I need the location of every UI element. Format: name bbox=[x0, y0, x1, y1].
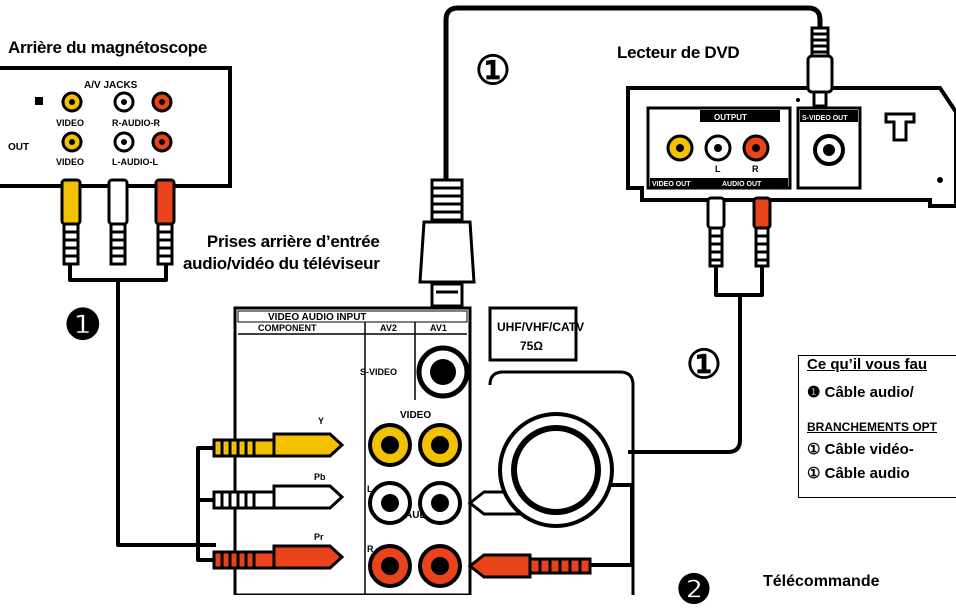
legend-item-audio-cable: ① Câble audio bbox=[807, 465, 910, 482]
vcr-jacks-title: A/V JACKS bbox=[84, 80, 138, 91]
vcr-rear-label: Arrière du magnétoscope bbox=[8, 38, 208, 57]
svg-text:L-AUDIO-L: L-AUDIO-L bbox=[112, 157, 158, 167]
step-marker-circled-one-right: ① bbox=[686, 341, 722, 388]
tv-label-line2: audio/vidéo du téléviseur bbox=[183, 254, 380, 273]
dvd-player-rear: OUTPUT L R VIDEO OUT AUDIO OUT S-VIDEO O… bbox=[626, 86, 956, 208]
antenna-label-line2: 75Ω bbox=[520, 339, 543, 353]
tv-rca-jacks bbox=[368, 423, 462, 588]
svg-text:L: L bbox=[715, 164, 721, 174]
svg-text:COMPONENT: COMPONENT bbox=[258, 323, 317, 333]
requirements-legend: Ce qu’il vous fau ❶ Câble audio/ BRANCHE… bbox=[798, 355, 956, 498]
svg-text:L: L bbox=[367, 484, 373, 494]
vcr-out-label: OUT bbox=[8, 142, 29, 153]
svg-text:VIDEO OUT: VIDEO OUT bbox=[652, 181, 691, 188]
svg-text:Pb: Pb bbox=[314, 472, 326, 482]
vcr-rear-panel: A/V JACKS IN OUT VIDEO R-AUDIO-R VIDEO L… bbox=[0, 66, 232, 188]
legend-item-audio-video-cable: ❶ Câble audio/ bbox=[807, 384, 914, 401]
legend-title: Ce qu’il vous fau bbox=[807, 356, 928, 373]
svg-text:OUTPUT: OUTPUT bbox=[714, 113, 747, 122]
vcr-rca-plugs bbox=[60, 178, 176, 266]
svg-text:R: R bbox=[752, 164, 759, 174]
antenna-label-line1: UHF/VHF/CATV bbox=[497, 320, 584, 334]
svg-text:VIDEO: VIDEO bbox=[56, 118, 84, 128]
svg-text:Pr: Pr bbox=[314, 532, 324, 542]
svg-text:AUDIO: AUDIO bbox=[405, 510, 437, 521]
remote-label: Télécommande bbox=[763, 573, 880, 590]
svg-text:AUDIO OUT: AUDIO OUT bbox=[722, 181, 762, 188]
step-marker-filled-two: ❷ bbox=[676, 566, 712, 613]
step-marker-circled-one-top: ① bbox=[475, 47, 511, 94]
svg-text:S-VIDEO OUT: S-VIDEO OUT bbox=[802, 115, 848, 122]
legend-item-svideo-cable: ① Câble vidéo- bbox=[807, 441, 914, 458]
dvd-svideo-plug bbox=[806, 26, 834, 108]
step-marker-filled-one: ❶ bbox=[64, 300, 102, 349]
cable-lines bbox=[68, 5, 823, 567]
legend-section-optional: BRANCHEMENTS OPT bbox=[807, 420, 938, 434]
connection-diagram: A/V JACKS IN OUT VIDEO R-AUDIO-R VIDEO L… bbox=[0, 5, 956, 613]
svg-text:Y: Y bbox=[318, 416, 324, 426]
dvd-player-label: Lecteur de DVD bbox=[617, 43, 740, 62]
svg-text:VIDEO: VIDEO bbox=[56, 157, 84, 167]
tv-svideo-plug bbox=[418, 178, 476, 308]
svg-text:S-VIDEO: S-VIDEO bbox=[360, 367, 397, 377]
tv-panel-header: VIDEO AUDIO INPUT bbox=[268, 312, 367, 323]
svg-text:AV1: AV1 bbox=[430, 323, 447, 333]
tv-left-plugs bbox=[212, 432, 345, 570]
tv-antenna-panel: UHF/VHF/CATV 75Ω bbox=[488, 306, 635, 595]
dvd-audio-plugs bbox=[706, 196, 772, 268]
tv-label-line1: Prises arrière d’entrée bbox=[206, 232, 380, 251]
tv-rear-inputs-label: Prises arrière d’entrée audio/vidéo du t… bbox=[183, 231, 380, 275]
svg-text:VIDEO: VIDEO bbox=[400, 410, 431, 421]
svg-text:R-AUDIO-R: R-AUDIO-R bbox=[112, 118, 160, 128]
svg-text:AV2: AV2 bbox=[380, 323, 397, 333]
svg-text:R: R bbox=[367, 544, 374, 554]
